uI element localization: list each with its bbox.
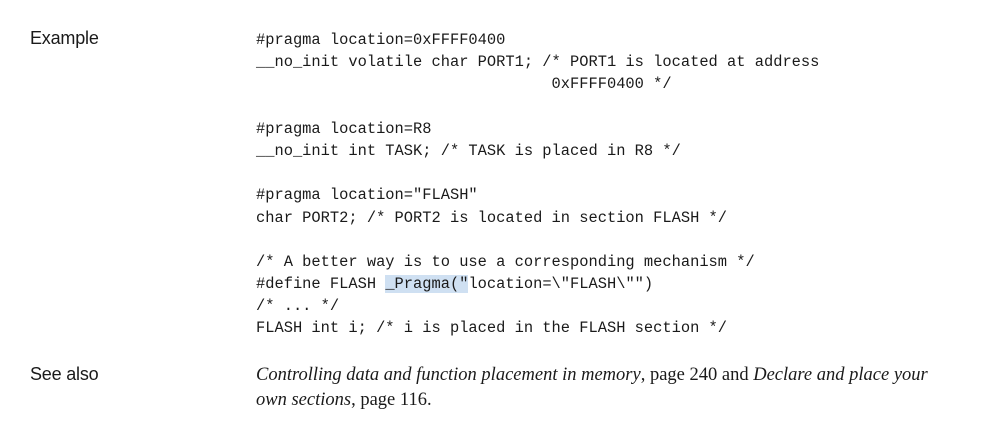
code-blank-line: [256, 229, 819, 251]
code-line: #pragma location="FLASH": [256, 186, 478, 205]
see-also-section-label: See also: [30, 364, 99, 384]
page-reference: , page 240: [640, 365, 718, 385]
code-line: /* ... */: [256, 297, 340, 316]
example-section-label: Example: [30, 28, 99, 48]
example-code-block: #pragma location=0xFFFF0400 __no_init vo…: [256, 29, 819, 340]
code-text: location=\"FLASH\""): [468, 275, 654, 294]
code-line: #pragma location=0xFFFF0400: [256, 31, 506, 49]
see-also-text: Controlling data and function placement …: [256, 363, 956, 413]
connector-text: and: [717, 365, 754, 385]
link-controlling-data-placement[interactable]: Controlling data and function placement …: [256, 365, 641, 385]
code-blank-line: [256, 96, 819, 118]
code-line: #pragma location=R8: [256, 119, 432, 138]
code-line: __no_init volatile char PORT1; /* PORT1 …: [256, 53, 820, 72]
code-line: /* A better way is to use a correspondin…: [256, 252, 755, 271]
page-reference: , page 116.: [351, 390, 432, 410]
code-line: FLASH int i; /* i is placed in the FLASH…: [256, 319, 728, 338]
code-line: __no_init int TASK; /* TASK is placed in…: [256, 141, 681, 160]
code-line: 0xFFFF0400 */: [256, 75, 672, 94]
code-line: char PORT2; /* PORT2 is located in secti…: [256, 208, 728, 227]
selected-code-text[interactable]: _Pragma(": [385, 275, 469, 294]
link-declare-sections[interactable]: Declare and place your own sections: [256, 365, 928, 410]
code-blank-line: [256, 162, 819, 184]
code-line-define: #define FLASH _Pragma("location=\"FLASH\…: [256, 273, 819, 295]
code-text: #define FLASH: [256, 275, 386, 294]
